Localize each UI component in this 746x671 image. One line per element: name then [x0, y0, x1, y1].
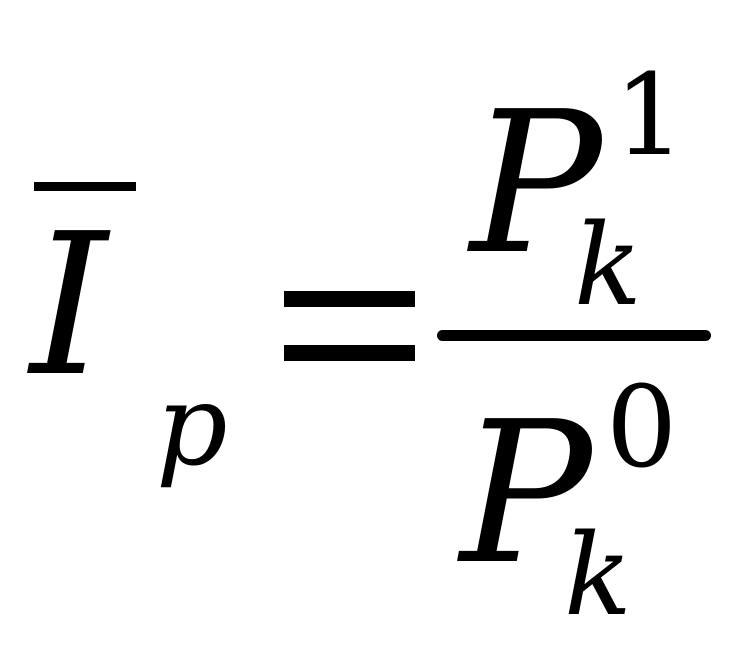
overbar	[34, 182, 136, 191]
index-subscript: p	[156, 361, 228, 491]
fraction-line	[437, 330, 711, 341]
numerator-superscript: 1	[614, 51, 686, 181]
equals-sign-bottom-bar	[284, 345, 415, 361]
equals-sign-top-bar	[284, 291, 415, 307]
numerator-base: P	[470, 70, 602, 298]
denominator-superscript: 0	[606, 363, 678, 493]
numerator-subscript: k	[574, 201, 642, 331]
denominator-subscript: k	[564, 511, 632, 641]
denominator-base: P	[460, 380, 592, 608]
index-variable: I	[30, 192, 108, 420]
